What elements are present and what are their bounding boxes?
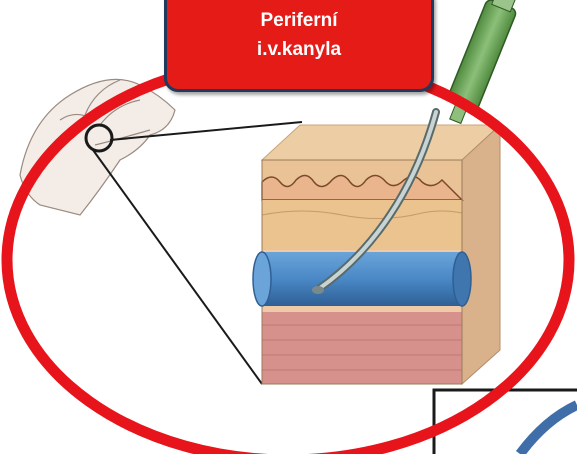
vein-tube bbox=[253, 252, 471, 306]
title-line-2: i.v.kanyla bbox=[167, 35, 431, 64]
title-box: Periferní i.v.kanyla bbox=[164, 0, 434, 92]
title-line-1: Periferní bbox=[167, 6, 431, 35]
hand-illustration bbox=[20, 79, 175, 215]
